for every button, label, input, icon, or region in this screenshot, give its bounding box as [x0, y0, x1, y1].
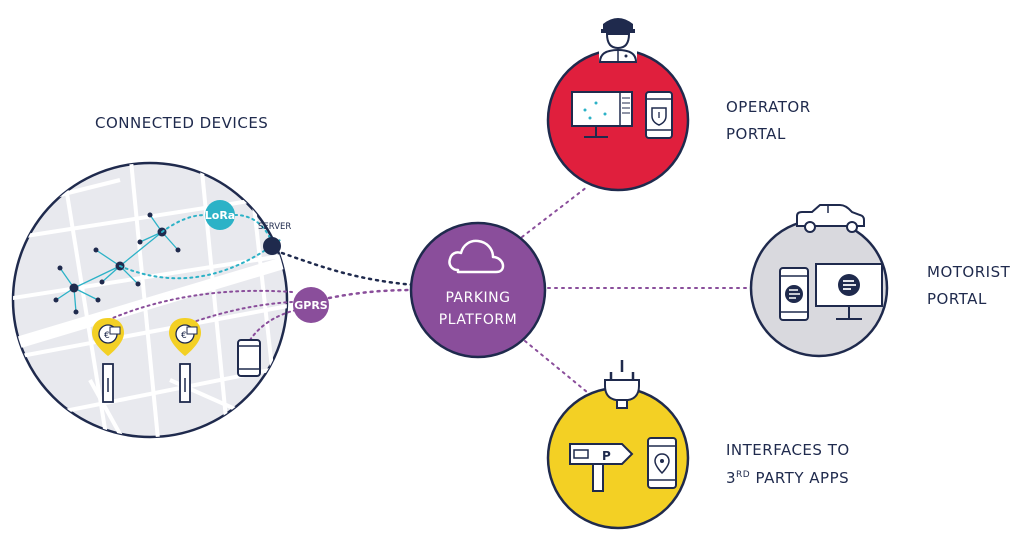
server-hub-link — [280, 251, 416, 287]
gprs-link-meter-1 — [107, 289, 293, 321]
devices-map — [11, 161, 289, 439]
mesh-link — [119, 239, 281, 280]
svg-text:€: € — [181, 331, 187, 341]
interfaces-line-2: 3RD PARTY APPS — [726, 469, 849, 487]
monitor-icon — [571, 91, 633, 138]
operator-line-1: OPERATOR — [726, 98, 811, 116]
parking-platform-hub: PARKING PLATFORM — [409, 221, 547, 359]
hub-interfaces-link — [524, 340, 588, 393]
parking-meter-icon: € — [169, 318, 201, 403]
operator-line-2: PORTAL — [726, 125, 786, 143]
phone-location-icon — [647, 437, 677, 489]
motorist-portal — [749, 204, 889, 358]
hub-line-1: PARKING — [446, 290, 511, 306]
devices-title: CONNECTED DEVICES — [95, 114, 268, 132]
gprs-link-meter-2 — [184, 301, 293, 326]
interfaces-line-1: INTERFACES TO — [726, 441, 850, 459]
sensor-nodes — [53, 212, 181, 315]
hub-line-2: PLATFORM — [439, 312, 517, 328]
motorist-line-2: PORTAL — [927, 290, 987, 308]
mobile-phone-icon — [237, 339, 261, 377]
operator-portal — [546, 18, 690, 192]
lora-badge: LoRa — [205, 200, 235, 230]
interfaces-portal: P — [546, 360, 690, 530]
lora-link — [161, 214, 206, 233]
plug-icon — [604, 360, 640, 409]
svg-text:LoRa: LoRa — [205, 209, 235, 222]
gprs-hub-link — [327, 288, 416, 300]
parking-meter-icon: € — [92, 318, 124, 403]
server-icon — [263, 237, 281, 255]
svg-text:GPRS: GPRS — [294, 299, 328, 312]
cloud-icon — [448, 239, 505, 274]
gprs-link-phone — [249, 309, 297, 341]
desktop-app-icon — [815, 263, 883, 320]
officer-icon — [598, 18, 638, 63]
svg-text:€: € — [104, 331, 110, 341]
server-label: SERVER — [258, 222, 291, 232]
gprs-badge: GPRS — [293, 287, 329, 323]
motorist-line-1: MOTORIST — [927, 263, 1011, 281]
svg-text:P: P — [602, 449, 611, 463]
phone-shield-icon — [645, 91, 673, 139]
car-icon — [796, 204, 865, 233]
hub-operator-link — [521, 186, 588, 238]
phone-app-icon — [779, 267, 809, 321]
parking-sign-icon: P — [569, 443, 634, 492]
